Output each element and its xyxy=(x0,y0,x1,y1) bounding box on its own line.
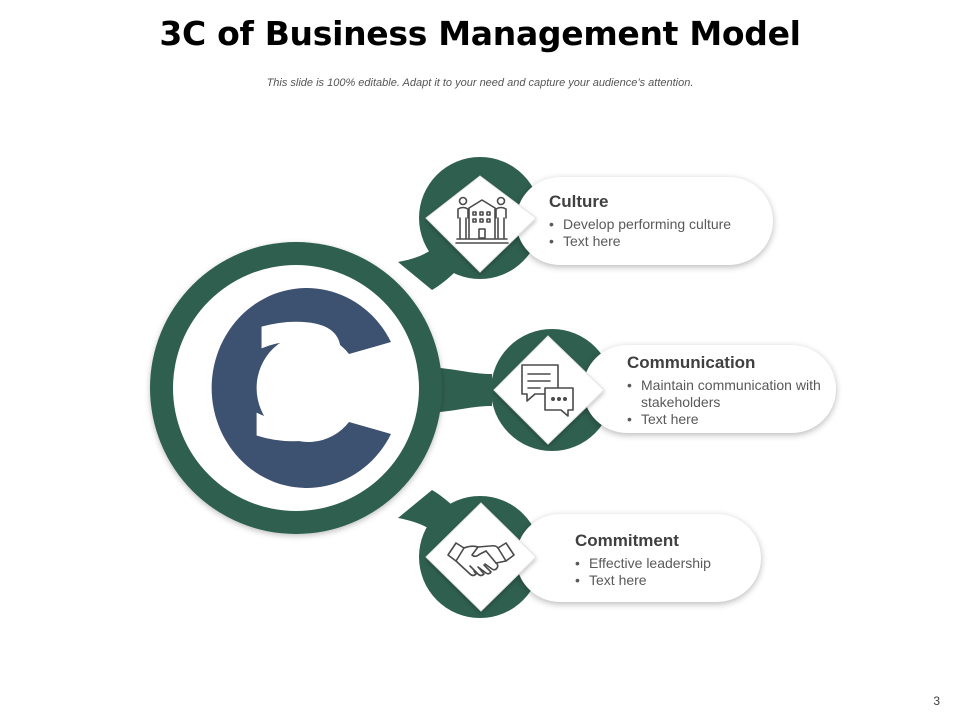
center-number: 3 xyxy=(246,293,356,477)
office-building-people-icon xyxy=(455,196,509,244)
card-commitment-text: Commitment Effective leadership Text her… xyxy=(575,531,760,589)
card-communication-bullet-2: Text here xyxy=(627,411,832,428)
card-communication-text: Communication Maintain communication wit… xyxy=(627,353,832,428)
handshake-icon xyxy=(447,542,515,577)
card-culture-text: Culture Develop performing culture Text … xyxy=(549,192,769,250)
page-number: 3 xyxy=(933,694,940,708)
card-culture-bullet-2: Text here xyxy=(549,233,769,250)
slide-title: 3C of Business Management Model xyxy=(159,14,801,53)
connector-communication xyxy=(440,368,492,412)
diamond-culture xyxy=(425,175,537,273)
diamond-commitment xyxy=(425,502,537,612)
card-commitment-bullet-2: Text here xyxy=(575,572,760,589)
chat-bubbles-icon xyxy=(521,364,574,417)
slide-subtitle: This slide is 100% editable. Adapt it to… xyxy=(266,77,694,89)
card-commitment-title: Commitment xyxy=(575,531,679,550)
card-culture-bullet-1: Develop performing culture xyxy=(549,216,769,233)
card-commitment-bullet-1: Effective leadership xyxy=(575,555,760,572)
card-communication-bullet-1: Maintain communication with stakeholders xyxy=(627,377,832,411)
card-communication-title: Communication xyxy=(627,353,756,372)
card-culture-title: Culture xyxy=(549,192,609,211)
c-letter-shape xyxy=(211,287,391,488)
